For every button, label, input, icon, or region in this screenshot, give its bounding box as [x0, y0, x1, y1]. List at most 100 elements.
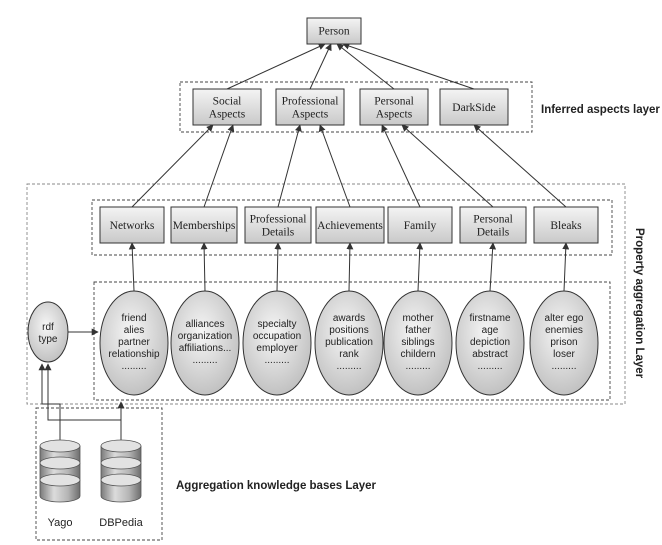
property-group-5-label-line: father [405, 325, 431, 336]
aspect-social-aspects-label-line: Social [213, 96, 242, 108]
category-achievements-node: Achievements [315, 206, 385, 244]
category-bleaks-label: Bleaks [550, 220, 582, 232]
category-professional-details-label-line: Professional [250, 214, 307, 226]
property-group-1-label-line: relationship [108, 349, 160, 360]
database-yago-node: Yago [39, 439, 81, 529]
category-bleaks-label-line: Bleaks [550, 220, 582, 232]
property-aggregation-layer-frame [26, 183, 626, 405]
category-family-label: Family [404, 220, 437, 232]
aspect-personal-aspects-label-line: Aspects [376, 109, 413, 121]
property-group-4-label-line: publication [325, 337, 373, 348]
category-personal-details-label-line: Personal [473, 214, 513, 226]
aspect-social-aspects-box [192, 88, 262, 126]
category-to-aspect-arrow [318, 124, 351, 208]
person-label: Person [318, 26, 350, 38]
category-to-aspect-arrow [473, 124, 567, 208]
property-to-category-arrow [128, 242, 136, 292]
aspect-darkside-label-line: DarkSide [452, 102, 495, 114]
aspect-professional-aspects-label-line: Aspects [292, 109, 329, 121]
category-to-aspect-arrow [381, 124, 421, 208]
property-group-4-label-line: rank [339, 349, 359, 360]
property-to-category-arrow [562, 242, 570, 292]
aspect-darkside-label: DarkSide [452, 102, 495, 114]
property-group-1-ellipse [99, 290, 169, 396]
category-bleaks-box [533, 206, 599, 244]
property-group-1-label-line: alies [124, 325, 145, 336]
database-yago-label: Yago [48, 517, 73, 529]
category-memberships-label: Memberships [173, 220, 236, 232]
property-group-5-label-line: mother [402, 313, 434, 324]
yago-to-rdf-arrow [38, 363, 61, 440]
connectors [38, 42, 570, 440]
database-dbpedia-disk-top [100, 456, 142, 470]
property-group-7-label-line: alter ego [545, 313, 584, 324]
aspect-social-aspects-label-line: Aspects [209, 109, 246, 121]
property-group-4-label-line: positions [329, 325, 368, 336]
category-to-aspect-arrow [203, 124, 235, 208]
dbpedia-to-rdf-arrow [44, 363, 122, 440]
property-group-5-label-line: ......... [405, 361, 430, 372]
property-group-3-label-line: specialty [258, 319, 297, 330]
property-group-2-label-line: affiliations... [179, 343, 232, 354]
person-node: Person [306, 17, 362, 45]
property-group-1-label-line: friend [121, 313, 146, 324]
property-group-6-label-line: abstract [472, 349, 508, 360]
category-memberships-node: Memberships [170, 206, 238, 244]
category-family-node: Family [387, 206, 453, 244]
inferred-aspects-layer-frame [179, 81, 533, 133]
property-group-7-label-line: ......... [551, 361, 576, 372]
category-networks-node: Networks [99, 206, 165, 244]
category-personal-details-label-line: Details [477, 227, 510, 239]
category-professional-details-box [244, 206, 312, 244]
category-networks-box [99, 206, 165, 244]
aspect-to-person-arrow [309, 43, 332, 90]
property-to-category-arrow [274, 242, 282, 292]
aspect-to-person-arrow [226, 43, 326, 90]
knowledge-bases-layer-frame [35, 407, 163, 541]
property-group-5-label-line: childern [400, 349, 435, 360]
property-to-category-arrow [416, 242, 424, 292]
category-to-aspect-arrow [131, 124, 214, 208]
property-aggregation-layer-label: Property aggregation Layer [633, 228, 645, 379]
category-bleaks-node: Bleaks [533, 206, 599, 244]
properties-row-frame [93, 281, 611, 401]
categories-row-frame [91, 199, 613, 256]
property-group-7-label-line: prison [550, 337, 577, 348]
aspect-darkside-box [439, 88, 509, 126]
property-group-4-label-line: ......... [336, 361, 361, 372]
property-group-7-ellipse [529, 290, 599, 396]
database-yago-disk-top [39, 439, 81, 453]
category-achievements-box [315, 206, 385, 244]
category-achievements-label: Achievements [317, 220, 383, 232]
property-to-category-arrow [489, 242, 497, 292]
aspect-professional-aspects-label-line: Professional [282, 96, 339, 108]
category-networks-label: Networks [110, 220, 155, 232]
property-group-5-ellipse [383, 290, 453, 396]
property-group-6-label-line: depiction [470, 337, 510, 348]
property-group-4-label-line: awards [333, 313, 365, 324]
category-to-aspect-arrow [401, 124, 494, 208]
property-group-6-label-line: ......... [477, 361, 502, 372]
aspect-to-person-arrow [336, 43, 395, 90]
property-group-1-label-line: ......... [121, 361, 146, 372]
inferred-aspects-layer-label: Inferred aspects layer [541, 104, 660, 116]
category-memberships-label-line: Memberships [173, 220, 236, 232]
aspect-professional-aspects-box [275, 88, 345, 126]
knowledge-bases-layer-label: Aggregation knowledge bases Layer [176, 480, 377, 492]
category-professional-details-label-line: Details [262, 227, 295, 239]
